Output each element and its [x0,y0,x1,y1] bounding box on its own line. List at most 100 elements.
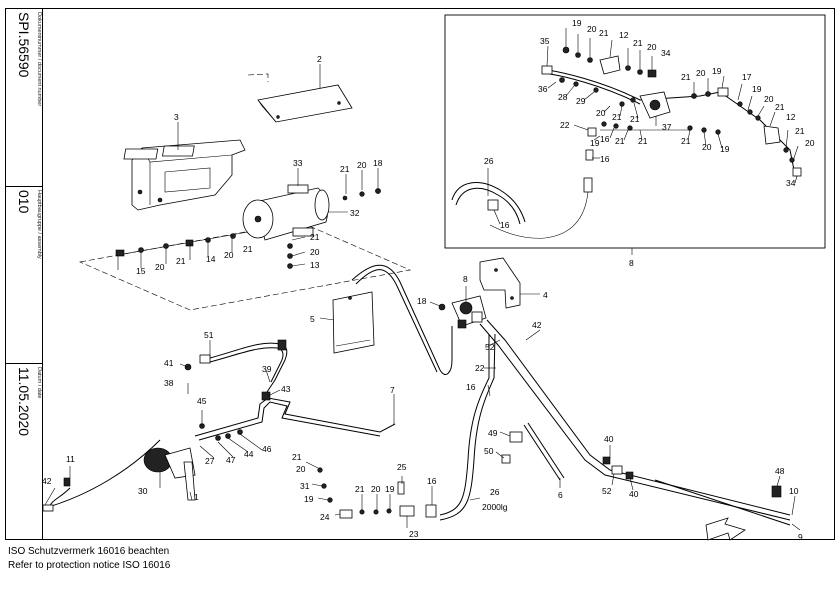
label-part-21: 21 [630,114,640,124]
label-part-20: 20 [371,484,381,494]
part-brake-valve [438,295,487,329]
label-part-21: 21 [340,164,350,174]
label-part-34: 34 [661,48,671,58]
label-part-16: 16 [427,476,437,486]
clamp-52 [611,465,623,475]
pipe-line [479,323,791,521]
label-part-21: 21 [292,452,302,462]
label-part-9: 9 [798,532,803,542]
label-part-4: 4 [543,290,548,300]
label-part-26: 26 [490,487,500,497]
label-part-48: 48 [775,466,785,476]
label-part-8: 8 [463,274,468,284]
label-part-19: 19 [590,138,600,148]
label-part-5: 5 [310,314,315,324]
hose-line [439,333,496,521]
fitting-column [287,188,381,269]
label-part-34: 34 [786,178,796,188]
label-part-40: 40 [604,434,614,444]
pipe-line [198,401,381,441]
label-part-19: 19 [572,18,582,28]
label-part-18: 18 [417,296,427,306]
label-part-21: 21 [310,232,320,242]
label-part-37: 37 [662,122,672,132]
label-part-16: 16 [600,134,610,144]
label-part-19: 19 [720,144,730,154]
label-part-40: 40 [629,489,639,499]
title-block-divider [5,363,43,364]
fitting [277,339,287,351]
label-part-11: 11 [66,454,75,464]
label-part-41: 41 [164,358,174,368]
label-part-27: 27 [205,456,215,466]
label-part-21: 21 [638,136,648,146]
label-part-21: 21 [612,112,622,122]
label-part-44: 44 [244,449,254,459]
label-part-22: 22 [560,120,570,130]
protection-notice-en: Refer to protection notice ISO 16016 [8,560,171,571]
label-part-45: 45 [197,396,207,406]
label-part-20: 20 [764,94,774,104]
label-part-20: 20 [310,247,320,257]
pipe-line [209,347,284,383]
label-part-19: 19 [752,84,762,94]
label-part-24: 24 [320,512,330,522]
label-part-12: 12 [786,112,796,122]
label-part-10: 10 [789,486,799,496]
label-part-20: 20 [296,464,306,474]
label-part-17: 17 [742,72,752,82]
label-part-21: 21 [633,38,643,48]
label-part-3: 3 [174,112,179,122]
label-part-33: 33 [293,158,303,168]
label-part-21: 21 [599,28,609,38]
label-part-35: 35 [540,36,550,46]
pipe-line [654,479,791,526]
label-part-16: 16 [500,220,510,230]
label-part-39: 39 [262,364,272,374]
clamp-48 [771,485,782,498]
label-part-20: 20 [647,42,657,52]
label-part-19: 19 [385,484,395,494]
label-part-14: 14 [206,254,216,264]
label-part-7: 7 [390,385,395,395]
label-part-6: 6 [558,490,563,500]
label-part-28: 28 [558,92,568,102]
dashed-outline [247,73,269,82]
label-part-21: 21 [355,484,365,494]
pipe-line [486,319,791,516]
detail-box-8 [444,14,826,249]
part-brake-cylinder [143,447,196,501]
label-part-20: 20 [696,68,706,78]
label-part-42: 42 [532,320,542,330]
label-part-18: 18 [373,158,383,168]
label-part-52: 52 [485,342,495,352]
label-part-43: 43 [281,384,291,394]
label-part-42: 42 [42,476,52,486]
pipe-line [194,397,396,437]
fitting [42,504,54,512]
leader-lines [44,28,801,531]
label-part-16: 16 [466,382,476,392]
label-part-1: 1 [194,492,199,502]
hose-line [439,334,490,516]
label-part-20: 20 [702,142,712,152]
label-part-20: 20 [587,24,597,34]
label-part-47: 47 [226,455,236,465]
pipe-line [351,264,453,375]
label-part-49: 49 [488,428,498,438]
part-labels: 2 3 33 21 20 18 32 21 20 13 15 20 21 14 … [42,18,815,542]
title-block: Dokumentnummer / document number SPI.565… [5,8,43,540]
label-part-20: 20 [155,262,165,272]
label-part-50: 50 [484,446,494,456]
label-part-23: 23 [409,529,419,539]
label-part-20: 20 [224,250,234,260]
label-part-36: 36 [538,84,548,94]
protection-notice: ISO Schutzvermerk 16016 beachten Refer t… [8,545,170,573]
part-valve-bracket [479,257,521,309]
pipe-line [355,269,438,373]
label-part-12: 12 [619,30,629,40]
fitting-row [115,233,236,257]
part-cover-plate [257,84,353,123]
drawing-frame [5,8,835,540]
